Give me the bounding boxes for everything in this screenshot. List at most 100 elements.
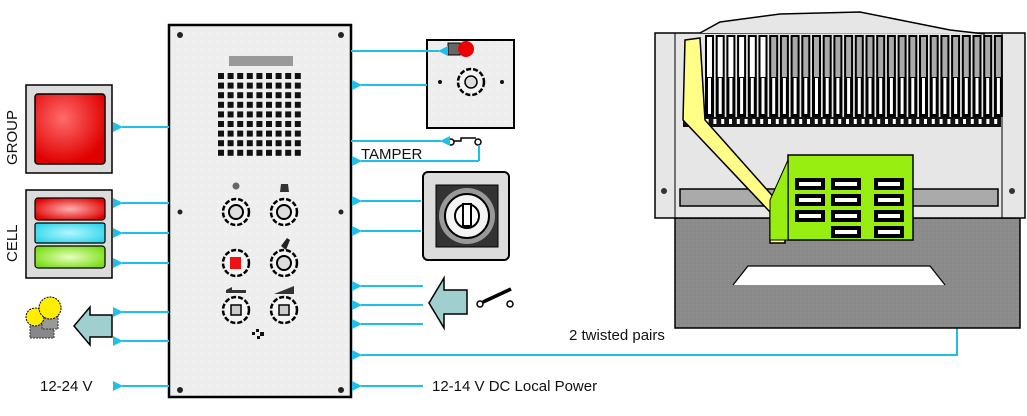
- grille-hole: [275, 82, 282, 89]
- grille-hole: [246, 73, 253, 79]
- volume-high-icon: [274, 286, 294, 294]
- rack-card: [747, 35, 757, 117]
- grille-hole: [227, 149, 234, 156]
- rack-cards: [705, 35, 1003, 117]
- board-connector: [874, 226, 904, 238]
- rack-card: [908, 35, 918, 117]
- call-point: [426, 39, 515, 129]
- group-label: GROUP: [4, 110, 21, 165]
- grille-hole: [227, 101, 234, 108]
- grille-hole: [237, 92, 244, 99]
- lamp-output: [25, 296, 113, 348]
- rack-card: [993, 35, 1003, 117]
- door-button[interactable]: [221, 248, 251, 278]
- grille-hole: [285, 111, 292, 118]
- grille-hole: [237, 149, 244, 156]
- bell-button[interactable]: [269, 184, 299, 227]
- rack-card: [854, 35, 864, 117]
- grille-hole: [266, 149, 272, 156]
- grille-hole: [227, 92, 234, 99]
- rack-card: [972, 35, 982, 117]
- board-connector: [831, 210, 861, 222]
- board-connector: [874, 178, 904, 190]
- grille-hole: [285, 149, 292, 156]
- hand-button[interactable]: [269, 238, 299, 278]
- grille-hole: [275, 149, 282, 156]
- grille-hole: [256, 111, 263, 118]
- grille-hole: [256, 140, 263, 147]
- board-connector: [795, 194, 825, 206]
- grille-hole: [227, 73, 234, 79]
- grille-hole: [218, 82, 224, 89]
- grille-hole: [246, 101, 253, 108]
- twisted-pairs-label: 2 twisted pairs: [569, 327, 665, 344]
- grille-hole: [237, 82, 244, 89]
- grille-hole: [246, 111, 253, 118]
- board-connector: [795, 210, 825, 222]
- output-arrow-icon: [73, 304, 113, 348]
- grille-hole: [294, 149, 301, 156]
- rack-card: [758, 35, 768, 117]
- cell-lamp-cyan: [34, 222, 106, 244]
- rack-card: [951, 35, 961, 117]
- rack-card: [737, 35, 747, 117]
- grille-hole: [294, 111, 301, 118]
- rack-card: [929, 35, 939, 117]
- grille-hole: [256, 82, 263, 89]
- light-button[interactable]: [221, 182, 251, 227]
- faceplate-screws: [177, 32, 344, 393]
- rack-card: [726, 35, 736, 117]
- volume-up-button[interactable]: [269, 286, 299, 325]
- microphone-icon: [252, 329, 264, 339]
- grille-hole: [256, 121, 263, 127]
- grille-hole: [237, 101, 244, 108]
- tamper-label: TAMPER: [361, 146, 423, 163]
- cell-lamp-green: [34, 245, 106, 269]
- rack-card: [897, 35, 907, 117]
- rack-card: [833, 35, 843, 117]
- grille-hole: [294, 121, 301, 127]
- rack-card: [919, 35, 928, 117]
- key-switch[interactable]: [422, 171, 510, 261]
- grille-hole: [227, 82, 234, 89]
- grille-hole: [246, 121, 253, 127]
- input-contact-arrow: [428, 275, 514, 331]
- rack-card: [876, 35, 886, 117]
- rack-card: [961, 35, 971, 117]
- board-connector: [795, 178, 825, 190]
- grille-hole: [275, 73, 282, 79]
- grille-hole: [285, 92, 292, 99]
- grille-hole: [218, 92, 224, 99]
- tamper-switch: [447, 137, 482, 161]
- door-icon: [230, 257, 241, 269]
- grille-hole: [285, 101, 292, 108]
- volume-down-button[interactable]: [221, 287, 251, 325]
- grille-hole: [237, 130, 244, 137]
- board-connector: [874, 194, 904, 206]
- grille-hole: [266, 140, 272, 147]
- grille-hole: [285, 121, 292, 127]
- grille-hole: [294, 130, 301, 137]
- grille-hole: [227, 140, 234, 147]
- rack-card: [865, 35, 875, 117]
- grille-hole: [237, 73, 244, 79]
- grille-hole: [275, 121, 282, 127]
- grille-hole: [218, 140, 224, 147]
- rack-card: [886, 35, 896, 117]
- grille-hole: [256, 73, 263, 79]
- group-lamp: [34, 93, 106, 165]
- speaker-grille: [218, 73, 301, 156]
- grille-hole: [275, 140, 282, 147]
- call-indicator-led: [458, 41, 474, 57]
- board-connectors: [795, 178, 904, 238]
- grille-hole: [237, 121, 244, 127]
- board-connector: [831, 226, 861, 238]
- rack-card: [801, 35, 811, 117]
- station-faceplate: [167, 23, 353, 399]
- grille-hole: [285, 73, 292, 79]
- key-slot-icon: [462, 203, 472, 227]
- grille-hole: [275, 130, 282, 137]
- grille-hole: [256, 92, 263, 99]
- grille-hole: [237, 140, 244, 147]
